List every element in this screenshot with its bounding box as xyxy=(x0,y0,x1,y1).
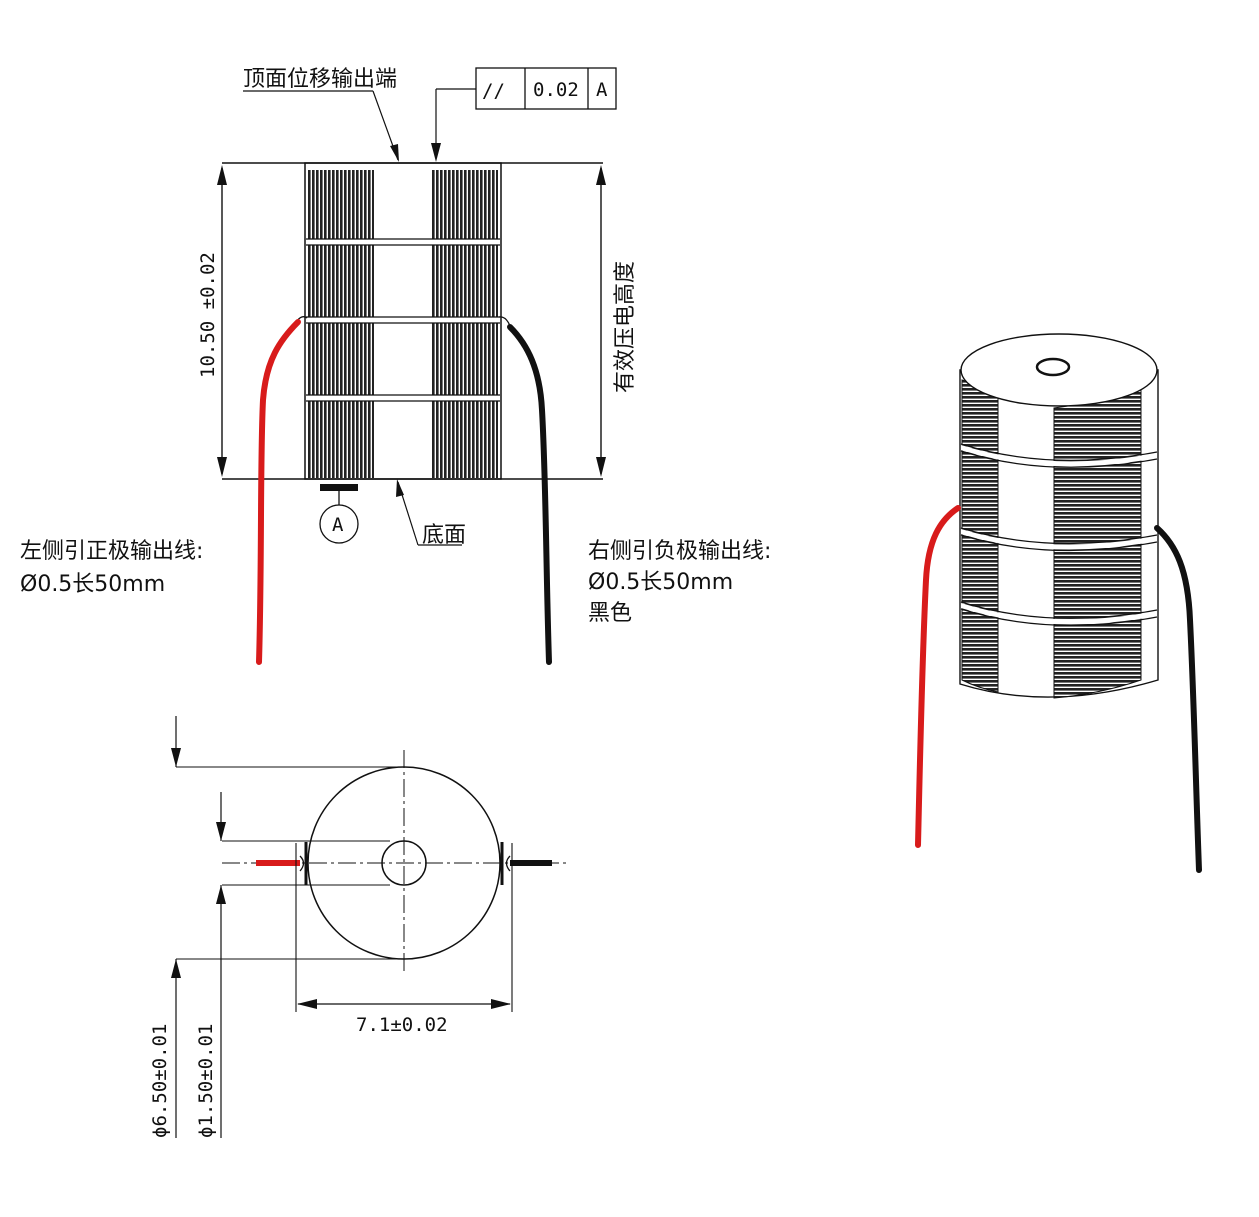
tolerance-arrow-icon xyxy=(431,143,441,162)
arrowhead-down-icon xyxy=(596,457,606,477)
arrowhead-down-icon xyxy=(171,748,181,767)
right-lead-annotation: 右侧引负极输出线: Ø0.5长50mm 黑色 xyxy=(588,539,771,626)
arrowhead-down-icon xyxy=(216,822,226,841)
left-lead-annotation: 左侧引正极输出线: Ø0.5长50mm xyxy=(20,539,203,597)
arrowhead-up-icon xyxy=(596,165,606,185)
outer-dia-text: ϕ6.50±0.01 xyxy=(149,1024,171,1138)
arrowhead-down-icon xyxy=(217,457,227,477)
iso-separators xyxy=(960,443,1158,626)
datum-circle xyxy=(319,504,359,544)
datum-feature-bar xyxy=(320,484,358,491)
layer-separators xyxy=(306,238,500,402)
front-view: 10.50 ±0.02 有效压电高度 顶面位移输出端 // 0.02 A A xyxy=(197,67,638,665)
tolerance-frame: // 0.02 A xyxy=(475,67,617,110)
inner-dia-text: ϕ1.50±0.01 xyxy=(195,1024,217,1138)
tolerance-datum: A xyxy=(596,79,608,101)
isometric-view xyxy=(915,333,1202,873)
height-dimension-text: 10.50 ±0.02 xyxy=(197,252,219,378)
leader-arrow-icon xyxy=(390,144,399,162)
bottom-face-label: 底面 xyxy=(422,523,466,548)
positive-lead-wire xyxy=(256,319,301,665)
right-electrode-column xyxy=(432,170,498,478)
cylinder-center-hole xyxy=(1035,357,1071,377)
iso-separator-fill xyxy=(961,445,1157,625)
left-electrode-column xyxy=(308,170,374,478)
top-output-label: 顶面位移输出端 xyxy=(243,67,397,92)
top-view: ϕ6.50±0.01 ϕ1.50±0.01 7.1±0.02 xyxy=(149,716,568,1138)
arrowhead-up-icon xyxy=(171,959,181,978)
right-lead-spec: Ø0.5长50mm xyxy=(588,570,733,595)
arrowhead-right-icon xyxy=(491,999,511,1009)
right-lead-title: 右侧引负极输出线: xyxy=(588,539,771,564)
negative-lead-wire xyxy=(507,324,552,665)
datum-letter: A xyxy=(332,514,344,536)
arrowhead-up-icon xyxy=(216,885,226,904)
left-solder-top-view xyxy=(299,855,305,872)
arrowhead-up-icon xyxy=(217,165,227,185)
parallelism-symbol: // xyxy=(482,80,505,102)
leader-arrow-icon xyxy=(396,479,404,497)
arrowhead-left-icon xyxy=(297,999,317,1009)
effective-height-label: 有效压电高度 xyxy=(613,261,638,393)
tolerance-value: 0.02 xyxy=(533,79,579,101)
iso-negative-lead xyxy=(1154,525,1202,873)
right-solder-top-view xyxy=(505,855,511,872)
width-dimension-text: 7.1±0.02 xyxy=(356,1014,448,1036)
iso-positive-lead xyxy=(915,505,961,848)
right-lead-color: 黑色 xyxy=(588,601,632,626)
stack-body-outline xyxy=(304,162,502,480)
left-lead-title: 左侧引正极输出线: xyxy=(20,539,203,564)
left-lead-spec: Ø0.5长50mm xyxy=(20,572,165,597)
